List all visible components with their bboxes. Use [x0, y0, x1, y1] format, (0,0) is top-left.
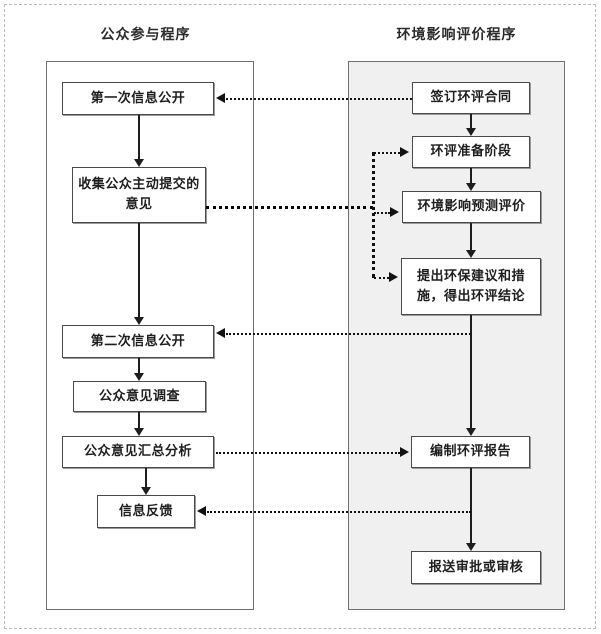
node-sign-eia-contract[interactable]: 签订环评合同	[412, 82, 530, 114]
node-label: 环评准备阶段	[430, 144, 512, 159]
node-label: 公众意见调查	[98, 388, 180, 404]
flow-arrowhead-left-4	[134, 428, 144, 436]
link-analysis-to-compile-report	[216, 452, 400, 454]
flow-line-left-4	[138, 412, 140, 428]
flow-arrowhead-left-3	[134, 373, 144, 381]
page-border	[4, 4, 596, 629]
link-arrowhead-feedback	[197, 506, 206, 516]
node-label: 编制环评报告	[429, 444, 511, 459]
node-second-information-disclosure[interactable]: 第二次信息公开	[62, 325, 214, 358]
link-arrowhead-prediction	[390, 207, 399, 217]
node-label: 第二次信息公开	[90, 333, 186, 349]
flow-line-right-3	[470, 223, 472, 250]
node-first-information-disclosure[interactable]: 第一次信息公开	[62, 82, 214, 115]
link-arrowhead-first-disclosure	[216, 93, 225, 103]
node-compile-eia-report[interactable]: 编制环评报告	[411, 436, 530, 468]
link-branch-to-preparation	[374, 152, 400, 154]
link-arrowhead-second-disclosure	[216, 328, 225, 338]
flow-line-right-4	[470, 315, 472, 428]
node-label: 环境影响预测评价	[417, 199, 526, 214]
flow-arrowhead-right-2	[466, 183, 476, 191]
flow-arrowhead-right-4	[466, 428, 476, 436]
node-label: 报送审批或审核	[428, 559, 524, 575]
link-eia-to-second-disclosure	[226, 333, 471, 335]
link-report-to-feedback	[207, 511, 471, 513]
node-label: 第一次信息公开	[90, 90, 186, 106]
node-label: 公众意见汇总分析	[83, 444, 192, 459]
flow-line-left-3	[138, 358, 140, 373]
link-branch-to-recommendations	[374, 277, 389, 279]
flow-arrowhead-right-1	[466, 128, 476, 136]
node-opinion-summary-analysis[interactable]: 公众意见汇总分析	[62, 436, 214, 468]
flow-line-right-2	[470, 168, 472, 183]
flow-line-left-2	[138, 223, 140, 317]
node-information-feedback[interactable]: 信息反馈	[97, 495, 195, 528]
link-contract-to-first-disclosure	[226, 98, 412, 100]
node-label: 签订环评合同	[430, 90, 512, 105]
link-arrowhead-recommendations	[389, 272, 398, 282]
link-branch-trunk	[372, 152, 375, 278]
node-public-opinion-survey[interactable]: 公众意见调查	[73, 381, 206, 412]
flow-arrowhead-right-5	[466, 543, 476, 551]
flow-arrowhead-left-5	[141, 487, 151, 495]
link-opinions-to-branch	[206, 206, 373, 209]
node-label: 信息反馈	[118, 503, 173, 519]
column-title-public-participation: 公众参与程序	[100, 27, 191, 43]
node-submit-for-approval[interactable]: 报送审批或审核	[411, 551, 541, 584]
node-environmental-recommendations[interactable]: 提出环保建议和措施，得出环评结论	[401, 258, 541, 315]
column-title-eia-procedure: 环境影响评价程序	[396, 27, 517, 43]
node-collect-public-opinions[interactable]: 收集公众主动提交的意见	[72, 167, 206, 223]
flow-arrowhead-left-2	[134, 317, 144, 325]
node-label: 收集公众主动提交的意见	[78, 177, 200, 212]
flow-line-left-5	[145, 468, 147, 487]
link-arrowhead-preparation	[400, 147, 409, 157]
flow-line-left-1	[138, 115, 140, 159]
link-branch-to-prediction	[374, 212, 390, 214]
flow-arrowhead-right-3	[466, 250, 476, 258]
node-label: 提出环保建议和措施，得出环评结论	[416, 268, 525, 304]
flow-line-right-1	[470, 114, 472, 128]
node-eia-preparation-stage[interactable]: 环评准备阶段	[412, 136, 530, 168]
flow-line-right-5	[470, 468, 472, 543]
link-arrowhead-compile-report	[400, 447, 409, 457]
node-environmental-impact-prediction[interactable]: 环境影响预测评价	[402, 191, 541, 223]
flow-arrowhead-left-1	[134, 159, 144, 167]
